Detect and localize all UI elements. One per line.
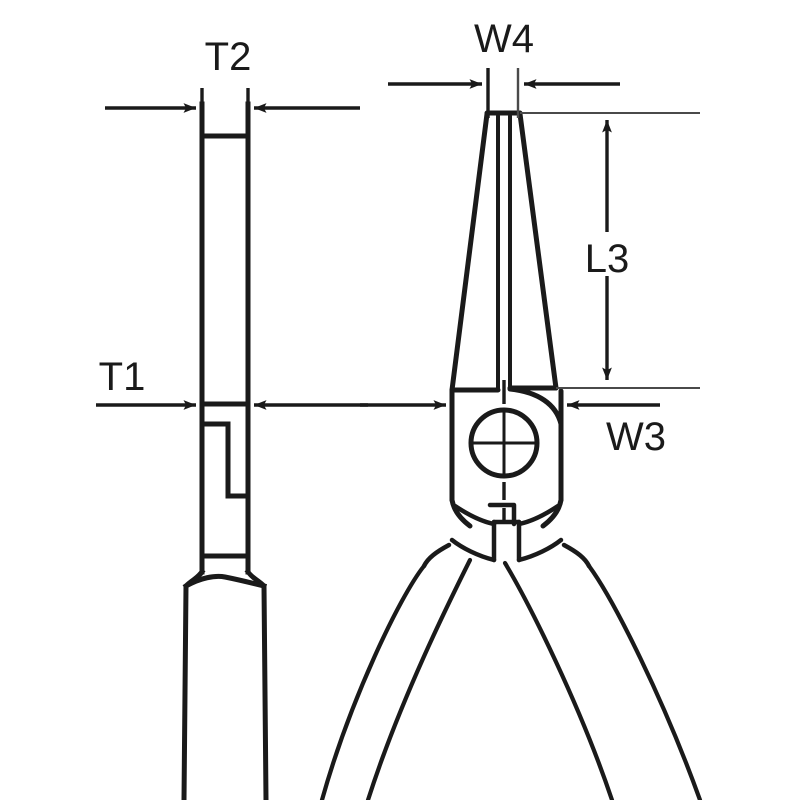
front-view-handle-right-outer	[586, 563, 703, 800]
dimension-W4: W4	[388, 17, 620, 118]
side-view-handle-shoulder	[182, 573, 268, 590]
front-view-hinge-notch	[487, 502, 517, 527]
dimension-label-W4: W4	[474, 17, 534, 61]
front-view-hinge-lap-right	[516, 503, 561, 527]
front-view	[319, 110, 703, 800]
front-view-left-jaw-outer	[449, 111, 490, 393]
front-view-strap-right-upper	[516, 537, 564, 563]
dimension-label-W3: W3	[606, 415, 666, 459]
front-view-handle-left-outer	[319, 563, 427, 800]
dimension-T2: T2	[105, 35, 360, 140]
side-view-notch-detail	[201, 421, 251, 499]
front-view-head-right-lower	[540, 497, 564, 529]
front-view-strap-right-end	[561, 542, 592, 569]
dimension-L3: L3	[520, 112, 700, 389]
front-view-handle-left-inner	[365, 557, 473, 800]
side-view	[181, 101, 269, 800]
dimension-T1: T1	[96, 355, 446, 410]
front-view-right-fillet	[507, 386, 564, 427]
dimension-label-L3: L3	[585, 237, 630, 281]
front-view-handle-right-inner	[502, 560, 615, 800]
dimension-label-T1: T1	[99, 355, 146, 399]
front-view-head-left-lower	[449, 497, 473, 529]
front-view-strap-left-end	[421, 542, 452, 569]
dimension-W3: W3	[567, 400, 666, 459]
front-view-right-jaw-outer	[517, 111, 559, 391]
front-view-strap-left-upper	[449, 537, 497, 563]
front-view-hinge-lap-left	[452, 503, 497, 527]
dimension-label-T2: T2	[205, 35, 252, 79]
